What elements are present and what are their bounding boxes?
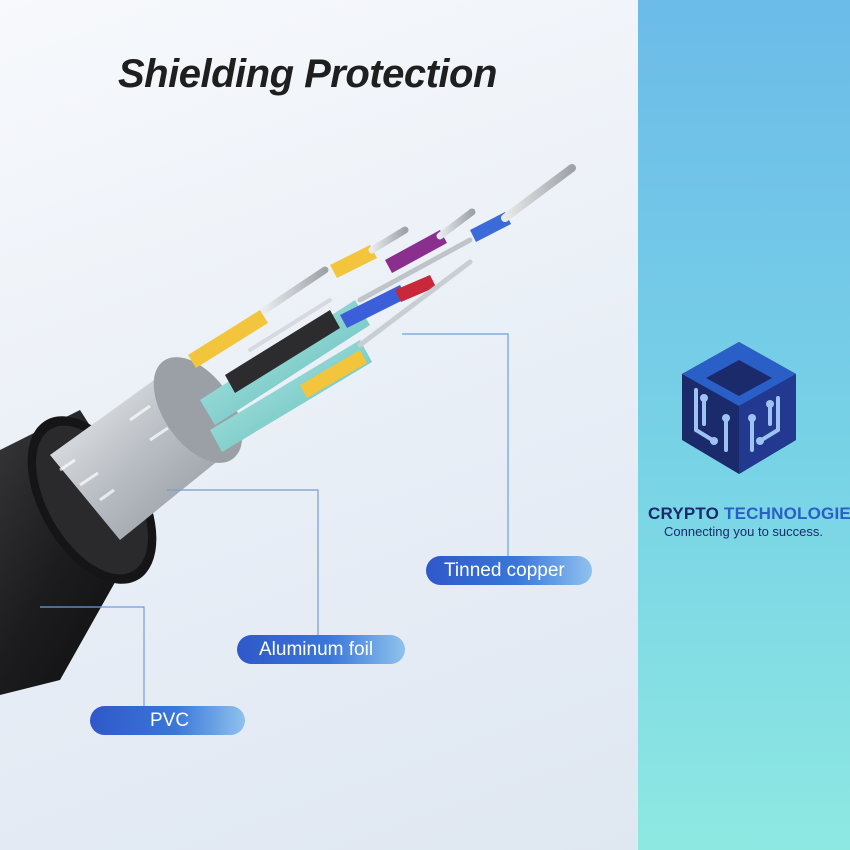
tinned-copper-label: Tinned copper (426, 556, 592, 585)
inner-conductors (188, 164, 576, 452)
brand-name-part2: TECHNOLOGIES (724, 504, 850, 523)
crypto-technologies-logo-icon (682, 342, 796, 474)
brand-tagline: Connecting you to success. (664, 524, 823, 539)
aluminum-foil-label: Aluminum foil (237, 635, 405, 664)
callout-lines (40, 333, 509, 706)
brand-name: CRYPTO TECHNOLOGIES (648, 504, 850, 524)
brand-name-part1: CRYPTO (648, 504, 720, 523)
page-title: Shielding Protection (118, 52, 497, 96)
pvc-label: PVC (90, 706, 245, 735)
